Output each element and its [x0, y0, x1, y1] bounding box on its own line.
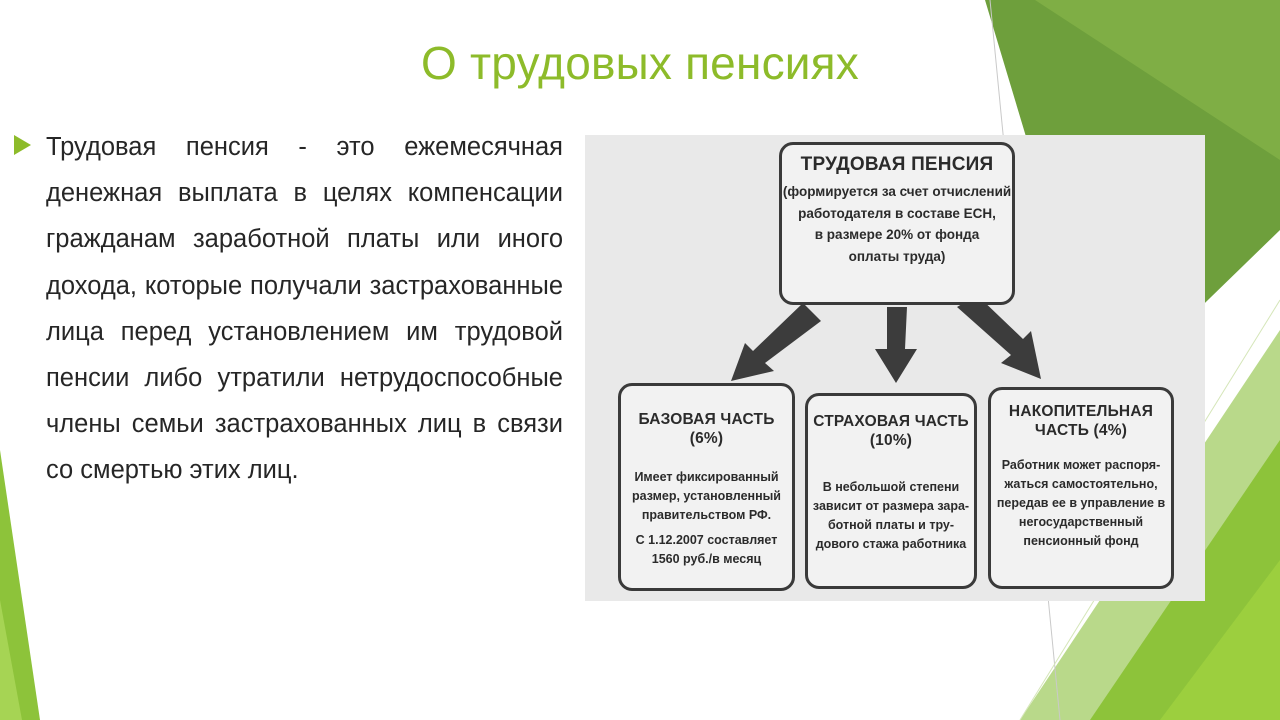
right-lower-band: [1160, 560, 1280, 720]
box-funded-part-description: Работник может распоря- жаться самостоят…: [996, 458, 1166, 548]
down-arrow-icon-right: [957, 295, 1041, 379]
box-basic-part: БАЗОВАЯ ЧАСТЬ (6%) Имеет фиксированный р…: [618, 383, 795, 591]
box-basic-part-description: Имеет фиксированный размер, установленны…: [632, 470, 781, 522]
bullet-text: Трудовая пенсия - это ежемесячная денежн…: [46, 133, 563, 485]
box-basic-part-title: БАЗОВАЯ ЧАСТЬ (6%): [638, 411, 775, 447]
box-insurance-part-description: В небольшой степени зависит от размера з…: [812, 480, 970, 551]
slide-title: О трудовых пенсиях: [421, 37, 859, 89]
box-insurance-part-title: СТРАХОВАЯ ЧАСТЬ (10%): [813, 413, 969, 449]
down-arrow-icon-middle: [875, 307, 917, 383]
pension-structure-diagram: ТРУДОВАЯ ПЕНСИЯ (формируется за счет отч…: [585, 135, 1205, 601]
left-light-band: [0, 600, 22, 720]
left-green-band: [0, 450, 40, 720]
down-arrow-icon-left: [731, 303, 821, 381]
box-labor-pension-description: (формируется за счет отчислений работода…: [782, 184, 1012, 264]
triangle-bullet-icon: [14, 135, 31, 155]
box-insurance-part: СТРАХОВАЯ ЧАСТЬ (10%) В небольшой степен…: [805, 393, 977, 589]
box-labor-pension-title: ТРУДОВАЯ ПЕНСИЯ: [800, 154, 994, 175]
box-funded-part-title: НАКОПИТЕЛЬНАЯ ЧАСТЬ (4%): [1008, 403, 1154, 439]
diagram-arrows: [731, 295, 1041, 383]
right-mid-band: [1035, 0, 1280, 160]
box-basic-part-note: С 1.12.2007 составляет 1560 руб./в месяц: [635, 533, 778, 566]
box-labor-pension: ТРУДОВАЯ ПЕНСИЯ (формируется за счет отч…: [779, 142, 1015, 305]
box-funded-part: НАКОПИТЕЛЬНАЯ ЧАСТЬ (4%) Работник может …: [988, 387, 1174, 589]
